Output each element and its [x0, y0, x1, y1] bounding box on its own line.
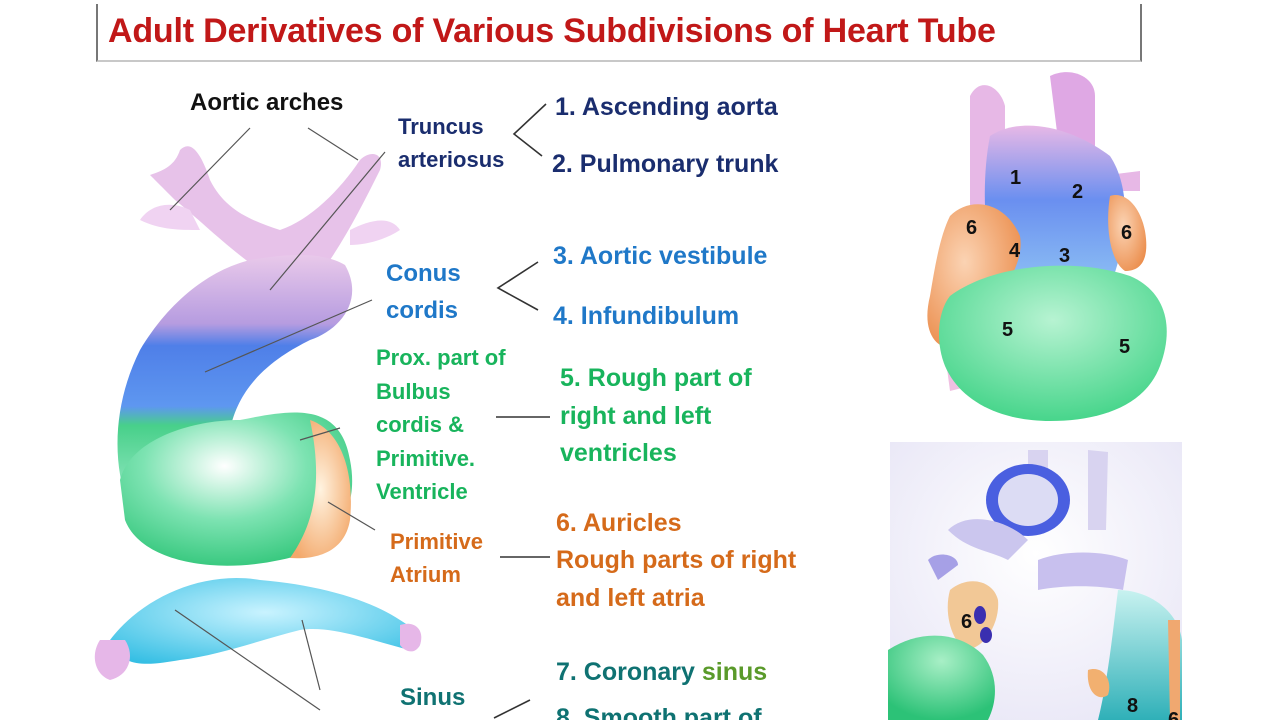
heart-label-6-left: 6	[966, 217, 977, 239]
label-truncus-line1: Truncus	[398, 114, 484, 139]
derivative-6-line3: and left atria	[556, 584, 705, 612]
derivative-7: 7. Coronary sinus	[556, 660, 767, 685]
derivative-1: 1. Ascending aorta	[555, 93, 778, 121]
heart-label-5-right: 5	[1119, 336, 1130, 358]
heart-label-2: 2	[1072, 181, 1083, 203]
page-title: Adult Derivatives of Various Subdivision…	[108, 12, 996, 50]
derivative-5-line2: right and left	[560, 402, 712, 430]
heart-label-1: 1	[1010, 167, 1021, 189]
derivative-7-suffix: sinus	[701, 658, 768, 686]
adult-heart-anterior: 1 2 6 4 3 6 5 5	[927, 72, 1167, 421]
derivative-8-partial: 8. Smooth part of	[556, 704, 762, 720]
label-conus-line2: cordis	[386, 297, 459, 324]
heart-label-8: 8	[1127, 695, 1138, 717]
derivative-5-line1: 5. Rough part of	[560, 364, 752, 392]
label-bulbus-line5: Ventricle	[376, 479, 468, 504]
label-bulbus-line3: cordis &	[376, 412, 465, 437]
derivative-2: 2. Pulmonary trunk	[552, 150, 779, 178]
label-bulbus-line1: Prox. part of	[376, 345, 506, 370]
label-conus-line1: Conus	[386, 260, 461, 287]
title-frame	[96, 4, 1142, 62]
derivative-7-prefix: 7. Coronary	[556, 658, 695, 686]
heart-label-4: 4	[1009, 240, 1021, 262]
heart-label-3: 3	[1059, 245, 1070, 267]
label-bulbus-line2: Bulbus	[376, 379, 451, 404]
derivative-4: 4. Infundibulum	[553, 302, 740, 330]
heart-label-6-right: 6	[1121, 222, 1132, 244]
label-aortic-arches: Aortic arches	[190, 89, 344, 116]
connector-lines	[493, 103, 550, 719]
heart-label-5-left: 5	[1002, 319, 1013, 341]
derivative-5-line3: ventricles	[560, 439, 677, 467]
adult-heart-interior: 6 8 6	[888, 442, 1182, 720]
heart-label-6-edge: 6	[1168, 709, 1179, 720]
label-bulbus-line4: Primitive.	[376, 446, 476, 471]
label-atrium-line1: Primitive	[390, 529, 483, 554]
label-atrium-line2: Atrium	[390, 562, 461, 587]
derivative-6-line1: 6. Auricles	[556, 509, 682, 537]
label-truncus-line2: arteriosus	[398, 147, 505, 172]
derivative-6-line2: Rough parts of right	[556, 546, 797, 574]
heart-label-6-interior: 6	[961, 611, 972, 633]
label-sinus: Sinus	[400, 684, 466, 711]
heart-tube-illustration	[94, 127, 422, 711]
derivative-3: 3. Aortic vestibule	[553, 242, 768, 270]
